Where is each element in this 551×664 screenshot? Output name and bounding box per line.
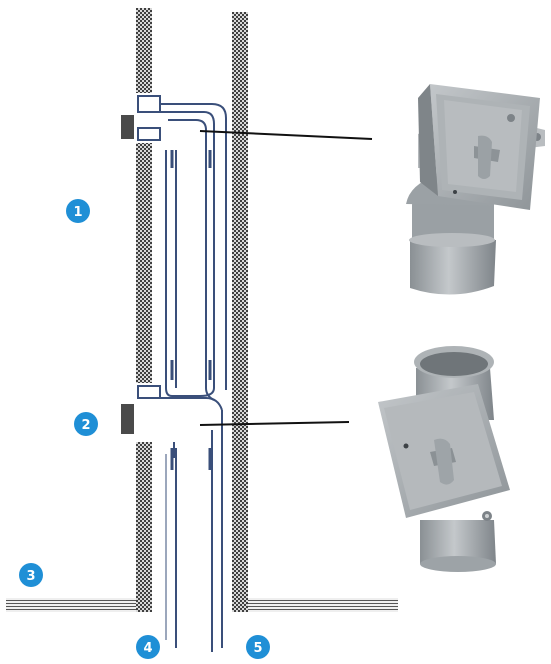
callout-5: 5 bbox=[246, 635, 270, 659]
callout-1: 1 bbox=[66, 199, 90, 223]
callout-2: 2 bbox=[74, 412, 98, 436]
lower-connection-box bbox=[121, 385, 223, 458]
lower-leader-line bbox=[199, 421, 350, 426]
callout-3: 3 bbox=[19, 563, 43, 587]
vertical-duct bbox=[165, 130, 227, 390]
downstream-pipes bbox=[165, 410, 223, 652]
callout-4: 4 bbox=[136, 635, 160, 659]
callout-4-label: 4 bbox=[143, 641, 152, 656]
floor-slab bbox=[6, 598, 398, 612]
upper-elbow-fitting bbox=[406, 84, 545, 295]
upper-leader-line bbox=[199, 130, 373, 140]
callout-2-label: 2 bbox=[81, 418, 90, 433]
upper-connection-box bbox=[121, 95, 227, 152]
callout-1-label: 1 bbox=[73, 205, 82, 220]
lower-through-fitting bbox=[378, 346, 510, 572]
right-wall bbox=[232, 12, 248, 612]
callout-3-label: 3 bbox=[26, 569, 35, 584]
left-wall bbox=[136, 8, 152, 612]
callout-5-label: 5 bbox=[253, 641, 262, 656]
